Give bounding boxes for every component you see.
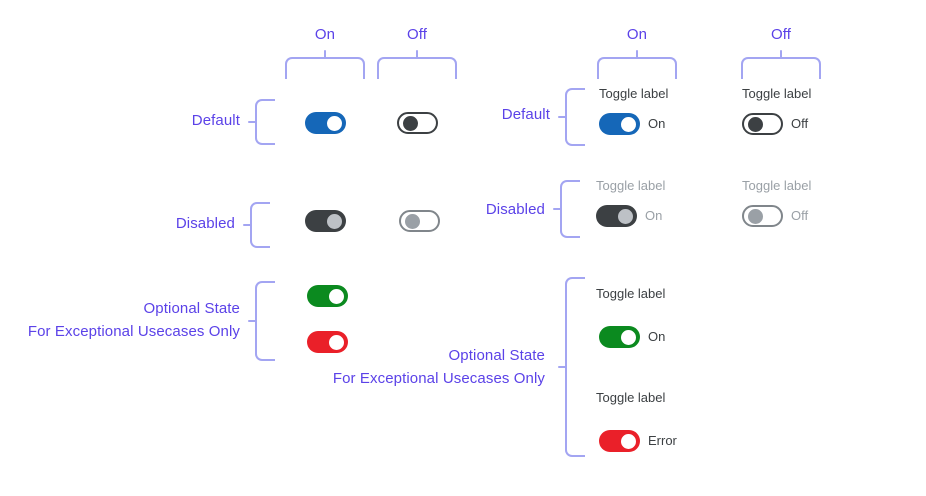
- toggle-knob: [327, 115, 342, 131]
- row-bracket-optional-right: [558, 277, 585, 457]
- column-header-on-right: On: [626, 26, 648, 43]
- toggle-knob: [403, 115, 418, 131]
- column-header-off-right: Off: [770, 26, 792, 43]
- toggle-labeled-default-off[interactable]: [742, 113, 783, 135]
- toggle-knob: [405, 213, 420, 229]
- toggle-labeled-default-on[interactable]: [599, 113, 640, 135]
- toggle-labeled-disabled-on: [596, 205, 637, 227]
- state-text-optional-success: On: [648, 329, 666, 344]
- state-text-disabled-off: Off: [791, 208, 809, 223]
- row-bracket-disabled-right: [553, 180, 580, 238]
- row-label-optional-right-line2: For Exceptional Usecases Only: [332, 370, 545, 387]
- toggle-disabled-on: [305, 210, 346, 232]
- toggle-label-optional-success: Toggle label: [596, 286, 666, 301]
- toggle-knob: [748, 208, 763, 224]
- state-text-default-off: Off: [791, 116, 809, 131]
- column-header-on-left: On: [314, 26, 336, 43]
- column-header-off-left: Off: [406, 26, 428, 43]
- toggle-knob: [621, 116, 636, 132]
- row-label-optional-left-line2: For Exceptional Usecases Only: [27, 323, 240, 340]
- toggle-knob: [621, 433, 636, 449]
- row-bracket-optional-left: [248, 281, 275, 361]
- column-bracket-off-left: [377, 50, 457, 79]
- toggle-label-disabled-on: Toggle label: [596, 178, 666, 193]
- row-label-default-left: Default: [191, 112, 240, 129]
- toggle-label-default-on: Toggle label: [599, 86, 669, 101]
- toggle-knob: [621, 329, 636, 345]
- toggle-labeled-optional-error[interactable]: [599, 430, 640, 452]
- toggle-knob: [327, 213, 342, 229]
- row-bracket-default-right: [558, 88, 585, 146]
- row-label-disabled-right: Disabled: [485, 201, 545, 218]
- toggle-knob: [618, 208, 633, 224]
- row-bracket-default-left: [248, 99, 275, 145]
- toggle-label-default-off: Toggle label: [742, 86, 812, 101]
- toggle-labeled-optional-success[interactable]: [599, 326, 640, 348]
- state-text-default-on: On: [648, 116, 666, 131]
- toggle-default-on[interactable]: [305, 112, 346, 134]
- toggle-optional-success[interactable]: [307, 285, 348, 307]
- toggle-knob: [329, 288, 344, 304]
- state-text-disabled-on: On: [645, 208, 663, 223]
- row-label-disabled-left: Disabled: [175, 215, 235, 232]
- column-bracket-on-right: [597, 50, 677, 79]
- column-bracket-on-left: [285, 50, 365, 79]
- row-label-optional-left-line1: Optional State: [143, 300, 240, 317]
- toggle-disabled-off: [399, 210, 440, 232]
- row-label-default-right: Default: [501, 106, 550, 123]
- row-bracket-disabled-left: [243, 202, 270, 248]
- toggle-optional-error[interactable]: [307, 331, 348, 353]
- toggle-label-optional-error: Toggle label: [596, 390, 666, 405]
- state-text-optional-error: Error: [648, 433, 677, 448]
- toggle-knob: [748, 116, 763, 132]
- column-bracket-off-right: [741, 50, 821, 79]
- toggle-knob: [329, 334, 344, 350]
- row-label-optional-right-line1: Optional State: [448, 347, 545, 364]
- toggle-label-disabled-off: Toggle label: [742, 178, 812, 193]
- toggle-default-off[interactable]: [397, 112, 438, 134]
- toggle-labeled-disabled-off: [742, 205, 783, 227]
